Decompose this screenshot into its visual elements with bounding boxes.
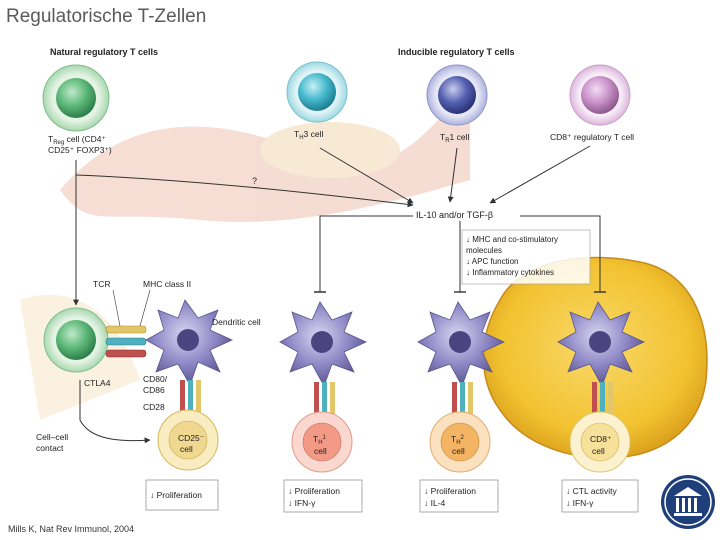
- target-th1-cell: [291, 411, 353, 473]
- effect-3: ↓ APC function: [466, 257, 518, 266]
- receptor-stalks: [180, 380, 613, 414]
- th3-cell: [286, 61, 348, 123]
- outcome-2a: ↓ Proliferation: [288, 486, 340, 496]
- treg-cell-bottom: [43, 307, 109, 373]
- outcome-box-4: [561, 479, 639, 513]
- outcome-4a: ↓ CTL activity: [566, 486, 617, 496]
- university-logo-icon: [661, 475, 715, 529]
- outcome-3a: ↓ Proliferation: [424, 486, 476, 496]
- th3-label: TH3 cell: [294, 129, 324, 141]
- outcome-2b: ↓ IFN-γ: [288, 498, 316, 508]
- tcr-pointer: [112, 289, 121, 327]
- treg-label-2: CD25⁺ FOXP3⁺): [48, 145, 112, 155]
- target-cd8-cell: [569, 411, 631, 473]
- tr1-cell: [426, 64, 488, 126]
- cd8-regulatory-cell: [569, 64, 631, 126]
- target-cd25-label-2: cell: [180, 444, 193, 454]
- dendritic-cell-2: [279, 301, 367, 387]
- target-cd25-label-1: CD25⁻: [178, 433, 205, 443]
- slide-title: Regulatorische T-Zellen: [6, 6, 207, 27]
- mhc-label: MHC class II: [143, 279, 191, 289]
- cd8-label: CD8⁺ regulatory T cell: [550, 132, 634, 142]
- outcome-box-2: [283, 479, 363, 513]
- dendritic-cell-3: [417, 301, 505, 387]
- outcome-1: ↓ Proliferation: [150, 490, 202, 500]
- target-th1-label-1: TH1: [313, 434, 327, 446]
- citation: Mills K, Nat Rev Immunol, 2004: [8, 524, 135, 534]
- cytokines-label: IL-10 and/or TGF-β: [416, 210, 493, 220]
- outcome-box-1: [145, 479, 219, 511]
- tr1-label: TR1 cell: [440, 132, 470, 144]
- contact-label-1: Cell–cell: [36, 432, 68, 442]
- cd28-label: CD28: [143, 402, 165, 412]
- contact-label-2: contact: [36, 443, 64, 453]
- effects-box: [461, 229, 591, 285]
- effect-1: ↓ MHC and co-stimulatory: [466, 235, 558, 244]
- target-cd8-label-1: CD8⁺: [590, 434, 612, 444]
- pathway-arrows: [73, 145, 606, 444]
- costim-label-1: CD80/: [143, 374, 168, 384]
- dc-label: Dendritic cell: [212, 317, 261, 327]
- target-th1-label-2: cell: [314, 446, 327, 456]
- dendritic-cell-1: [145, 299, 233, 386]
- target-cd25-cell: [157, 409, 219, 471]
- costim-label-2: CD86: [143, 385, 165, 395]
- heading-inducible: Inducible regulatory T cells: [398, 47, 515, 57]
- treg-cell: [42, 64, 110, 132]
- outcome-box-3: [419, 479, 499, 513]
- target-cd8-label-2: cell: [592, 446, 605, 456]
- effect-4: ↓ Inflammatory cytokines: [466, 268, 554, 277]
- effect-2: molecules: [466, 246, 502, 255]
- question-mark: ?: [252, 176, 257, 186]
- outcome-4b: ↓ IFN-γ: [566, 498, 594, 508]
- target-th2-cell: [429, 411, 491, 473]
- target-th2-label-2: cell: [452, 446, 465, 456]
- tcr-label: TCR: [93, 279, 110, 289]
- heading-natural: Natural regulatory T cells: [50, 47, 158, 57]
- outcome-3b: ↓ IL-4: [424, 498, 446, 508]
- target-th2-label-1: TH2: [451, 434, 465, 446]
- mhc-pointer: [139, 289, 151, 327]
- receptor-bridge: [105, 325, 147, 358]
- treg-label: TReg cell (CD4⁺: [48, 134, 107, 146]
- ctla4-label: CTLA4: [84, 378, 111, 388]
